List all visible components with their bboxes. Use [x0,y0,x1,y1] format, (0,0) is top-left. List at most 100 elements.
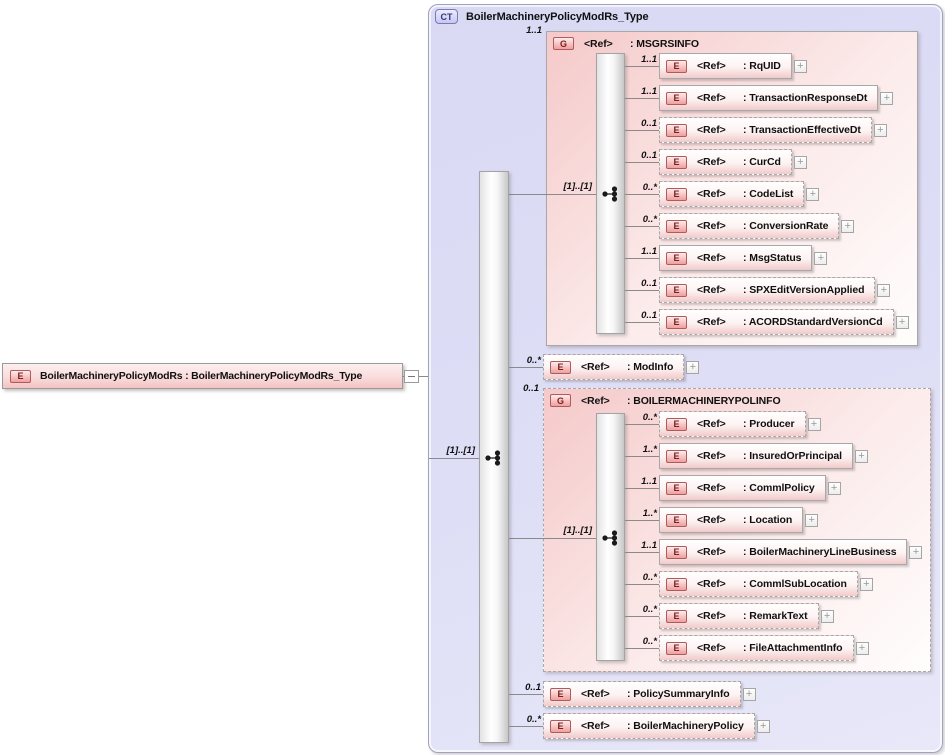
type-name: : InsuredOrPrincipal [743,450,842,462]
type-name: : ModInfo [627,361,674,373]
element-node-rquid[interactable]: E<Ref>: RqUID [659,53,792,79]
expand-icon[interactable]: + [854,449,868,463]
type-name: : FileAttachmentInfo [743,642,843,654]
element-badge: E [666,155,687,169]
element-node-acordstandardversioncd[interactable]: E<Ref>: ACORDStandardVersionCd [659,309,894,335]
element-node-producer[interactable]: E<Ref>: Producer [659,411,806,437]
expand-icon[interactable]: + [880,91,894,105]
cardinality-label: 0..1 [641,309,657,321]
type-name: : MsgStatus [743,252,802,264]
element-node-commlsublocation[interactable]: E<Ref>: CommlSubLocation [659,571,858,597]
sequence-bar [479,171,509,743]
cardinality-label: 0..1 [641,149,657,161]
connector-line: 0..* [625,182,659,195]
expand-icon[interactable]: + [793,59,807,73]
expand-icon[interactable]: + [873,123,887,137]
expand-icon[interactable]: + [793,155,807,169]
expand-icon[interactable]: + [686,360,700,374]
expand-icon[interactable]: + [877,283,891,297]
element-node-remarktext[interactable]: E<Ref>: RemarkText [659,603,819,629]
cardinality-label: 1..1 [526,25,542,36]
element-node-curcd[interactable]: E<Ref>: CurCd [659,149,792,175]
element-badge: E [666,609,687,623]
element-badge: E [666,123,687,137]
cardinality-label: 0..* [642,571,657,583]
ref-label: <Ref> [697,188,726,200]
element-node-insuredorprincipal[interactable]: E<Ref>: InsuredOrPrincipal [659,443,853,469]
element-node-boilermachinerypolicy[interactable]: E <Ref> : BoilerMachineryPolicy [543,713,755,739]
element-row: 1..*E<Ref>: InsuredOrPrincipal+ [625,443,868,469]
expand-icon[interactable]: + [855,641,869,655]
expand-icon[interactable]: + [742,687,756,701]
root-element-node[interactable]: E BoilerMachineryPolicyModRs : BoilerMac… [2,363,403,389]
expand-icon[interactable]: + [827,481,841,495]
expand-icon[interactable]: + [859,577,873,591]
type-name: : BoilerMachineryPolicy [627,720,744,732]
connector-line: 0..* [625,636,659,649]
element-node-conversionrate[interactable]: E<Ref>: ConversionRate [659,213,840,239]
expand-icon[interactable]: + [841,219,855,233]
type-name: : TransactionResponseDt [743,92,868,104]
ref-label: <Ref> [697,578,726,590]
element-badge: E [666,59,687,73]
type-name: : CurCd [743,156,781,168]
expand-icon[interactable]: + [807,417,821,431]
cardinality-label: 1..* [642,507,657,519]
ref-label: <Ref> [697,124,726,136]
element-node-commlpolicy[interactable]: E<Ref>: CommlPolicy [659,475,826,501]
element-row: 1..*E<Ref>: Location+ [625,507,819,533]
cardinality-label: 1..1 [641,53,657,65]
expand-icon[interactable]: + [805,513,819,527]
element-node-location[interactable]: E<Ref>: Location [659,507,804,533]
connector-line: 0..* [625,604,659,617]
element-row: 0..*E<Ref>: ConversionRate+ [625,213,855,239]
element-node-spxeditversionapplied[interactable]: E<Ref>: SPXEditVersionApplied [659,277,876,303]
type-name: : PolicySummaryInfo [627,688,730,700]
ref-label: <Ref> [697,546,726,558]
connector-line [509,194,596,195]
element-node-codelist[interactable]: E<Ref>: CodeList [659,181,805,207]
type-name: : BOILERMACHINERYPOLINFO [627,394,781,407]
ref-label: <Ref> [697,252,726,264]
connector-line: 0..1 [625,118,659,131]
collapse-toggle[interactable] [404,370,419,383]
connector-line: 0..* [509,355,543,368]
expand-icon[interactable]: + [895,315,909,329]
expand-icon[interactable]: + [820,609,834,623]
expand-icon[interactable]: + [806,187,820,201]
expand-icon[interactable]: + [814,251,828,265]
cardinality-label: 1..1 [641,539,657,551]
root-element-label: BoilerMachineryPolicyModRs : BoilerMachi… [40,370,363,382]
element-node-modinfo[interactable]: E<Ref>: ModInfo [543,354,685,380]
element-badge: E [550,719,571,733]
connector-line: 0..* [625,412,659,425]
element-badge: E [666,219,687,233]
cardinality-label: 1..1 [641,245,657,257]
element-node-msgstatus[interactable]: E<Ref>: MsgStatus [659,245,813,271]
element-node-boilermachinerylinebusiness[interactable]: E<Ref>: BoilerMachineryLineBusiness [659,539,908,565]
element-row: 0..*E<Ref>: CodeList+ [625,181,820,207]
type-name: : TransactionEffectiveDt [743,124,861,136]
ref-label: <Ref> [581,720,610,732]
group-header: G<Ref>: BOILERMACHINERYPOLINFO [550,394,781,407]
type-name: : Producer [743,418,795,430]
connector-line: 1..1 [625,54,659,67]
cardinality-label: 0..1 [523,383,539,394]
element-node-fileattachmentinfo[interactable]: E<Ref>: FileAttachmentInfo [659,635,854,661]
occurrence-label: [1]..[1] [563,525,593,536]
expand-icon[interactable]: + [756,719,770,733]
expand-icon[interactable]: + [909,545,923,559]
element-node-transactioneffectivedt[interactable]: E <Ref> : TransactionEffectiveDt [659,117,872,143]
element-node-policysummaryinfo[interactable]: E<Ref>: PolicySummaryInfo [543,681,741,707]
element-badge: E [666,577,687,591]
element-node-transactionresponsedt[interactable]: E<Ref>: TransactionResponseDt [659,85,879,111]
sequence-icon [484,450,504,466]
group-badge: G [553,37,574,50]
type-name: : RqUID [743,60,781,72]
